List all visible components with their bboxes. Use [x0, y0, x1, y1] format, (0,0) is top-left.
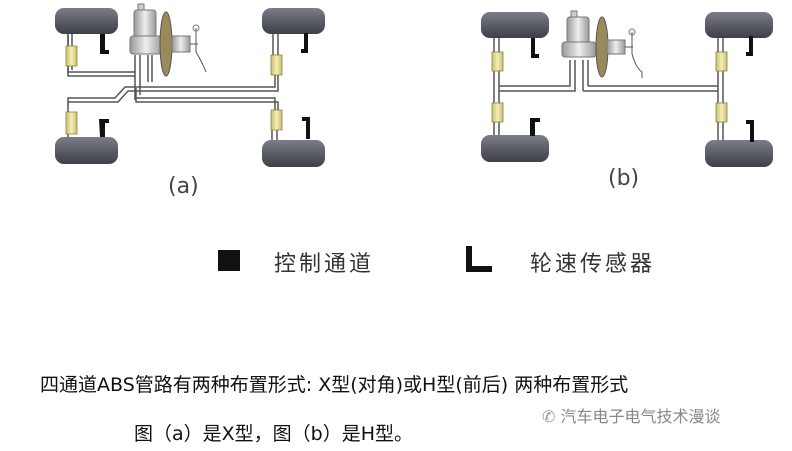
diagram-a-label: (a)	[168, 174, 199, 199]
wechat-icon: ✆	[542, 407, 561, 426]
legend-wheel-speed-sensor: 轮速传感器	[530, 252, 656, 277]
wheel-speed-sensor	[530, 36, 754, 142]
abs-layout-diagrams	[55, 3, 773, 167]
valve	[491, 51, 728, 123]
caption-line-1: 四通道ABS管路有两种布置形式: X型(对角)或H型(前后) 两种布置形式	[40, 374, 629, 396]
wheel	[55, 8, 325, 167]
sensor-legend-icon	[466, 246, 472, 272]
legend-control-channel: 控制通道	[274, 252, 375, 277]
wheel	[481, 12, 773, 167]
sensor-legend-icon-base	[466, 266, 492, 272]
valve	[65, 45, 283, 135]
watermark-text: 汽车电子电气技术漫谈	[560, 407, 721, 426]
caption-line-2: 图（a）是X型，图（b）是H型。	[134, 423, 414, 445]
watermark: ✆ 汽车电子电气技术漫谈	[542, 403, 721, 427]
diagram-b-label: (b)	[608, 166, 640, 191]
master-cylinder	[561, 10, 643, 78]
wheel-speed-sensor	[99, 33, 310, 139]
master-cylinder	[129, 3, 207, 77]
control-channel-legend-icon	[218, 250, 240, 271]
